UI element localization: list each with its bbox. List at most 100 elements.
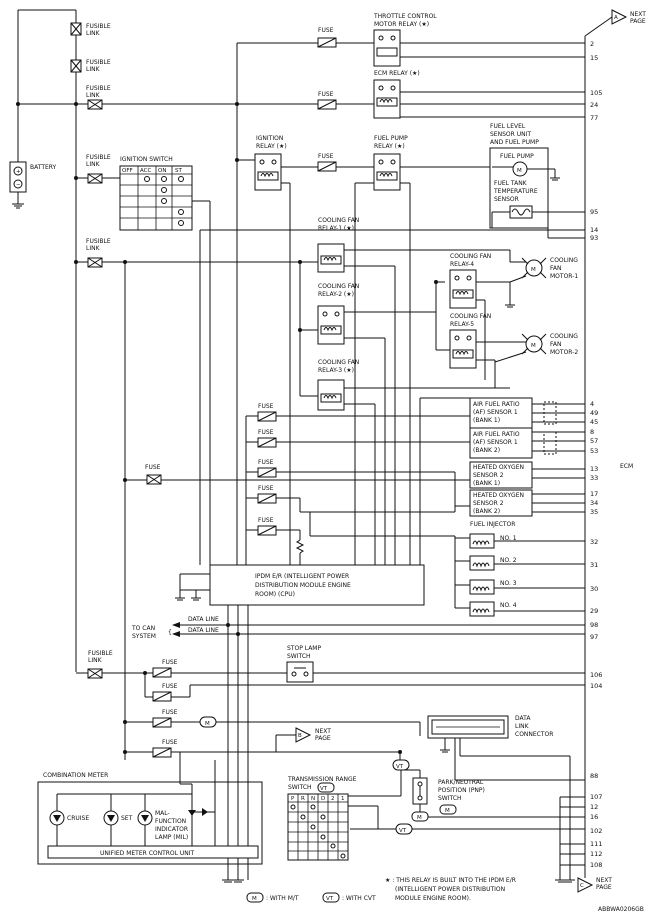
- svg-text:AIR FUEL RATIO: AIR FUEL RATIO: [473, 431, 520, 438]
- svg-text:106: 106: [590, 671, 602, 679]
- throttle-relay: THROTTLE CONTROL MOTOR RELAY (★): [373, 13, 437, 67]
- svg-text:FAN: FAN: [550, 341, 562, 348]
- svg-text:FUSE: FUSE: [258, 459, 274, 466]
- svg-text:FUSIBLE: FUSIBLE: [86, 85, 111, 92]
- next-page-b: B NEXT PAGE: [180, 727, 402, 760]
- cooling-fan-relay-2: COOLING FAN RELAY-2 (★): [317, 283, 359, 345]
- svg-text:LINK: LINK: [88, 657, 103, 664]
- svg-text:M: M: [205, 721, 210, 727]
- svg-text:LINK: LINK: [86, 30, 101, 37]
- svg-text:MOTOR-1: MOTOR-1: [550, 273, 578, 280]
- svg-text:(BANK 1): (BANK 1): [473, 480, 500, 487]
- svg-text:RELAY-1 (★): RELAY-1 (★): [318, 225, 354, 232]
- svg-text:31: 31: [590, 561, 598, 569]
- svg-text:97: 97: [590, 633, 598, 641]
- svg-text:COOLING FAN: COOLING FAN: [450, 253, 491, 260]
- svg-text:FUSE: FUSE: [258, 403, 274, 410]
- svg-text:LAMP (MIL): LAMP (MIL): [155, 834, 188, 841]
- svg-text:TO CAN: TO CAN: [131, 625, 155, 632]
- svg-text:FUNCTION: FUNCTION: [155, 818, 186, 825]
- svg-text:NEXT: NEXT: [596, 877, 612, 884]
- cooling-fan-motor-1: M COOLING FAN MOTOR-1: [509, 257, 578, 283]
- svg-text:(AF) SENSOR 1: (AF) SENSOR 1: [473, 439, 518, 446]
- svg-text:32: 32: [590, 538, 598, 546]
- svg-text:FUSIBLE: FUSIBLE: [86, 154, 111, 161]
- svg-text:OFF: OFF: [122, 168, 133, 174]
- svg-text:SWITCH: SWITCH: [288, 784, 312, 791]
- svg-text:HEATED OXYGEN: HEATED OXYGEN: [473, 492, 524, 499]
- svg-text:8: 8: [590, 428, 594, 436]
- svg-text:LINK: LINK: [515, 723, 530, 730]
- svg-text:M: M: [517, 168, 522, 174]
- svg-text:P: P: [291, 796, 295, 802]
- svg-text:B: B: [298, 733, 302, 739]
- svg-text:M: M: [417, 815, 422, 821]
- svg-text:SENSOR 2: SENSOR 2: [473, 472, 504, 479]
- cvt-indicator: VT VT: [350, 759, 585, 835]
- svg-text:ECM RELAY (★): ECM RELAY (★): [374, 70, 420, 77]
- svg-text:TRANSMISSION RANGE: TRANSMISSION RANGE: [287, 776, 357, 783]
- svg-text:R: R: [301, 796, 305, 802]
- svg-text:D: D: [321, 796, 325, 802]
- svg-text:FUSE: FUSE: [258, 429, 274, 436]
- ignition-switch: IGNITION SWITCH OFF ACC ON ST: [102, 156, 211, 565]
- svg-text:DATA LINE: DATA LINE: [188, 627, 219, 634]
- svg-text:29: 29: [590, 607, 598, 615]
- ipdm-er: IPDM E/R (INTELLIGENT POWER DISTRIBUTION…: [175, 564, 425, 606]
- transmission-range-switch: TRANSMISSION RANGE SWITCH VT P R N D 2 1: [287, 776, 379, 861]
- svg-text:SENSOR 2: SENSOR 2: [473, 500, 504, 507]
- next-page-c: C NEXT PAGE: [577, 868, 612, 893]
- ecm-relay: ECM RELAY (★): [373, 70, 420, 119]
- heated-oxygen-sensor-bank-2: HEATED OXYGEN SENSOR 2 (BANK 2): [469, 489, 585, 517]
- svg-text:MOTOR-2: MOTOR-2: [550, 349, 578, 356]
- svg-text:★ : THIS RELAY IS BUILT INTO T: ★ : THIS RELAY IS BUILT INTO THE IPDM E/…: [385, 877, 516, 884]
- svg-text:LINK: LINK: [86, 92, 101, 99]
- svg-text:13: 13: [590, 465, 598, 473]
- svg-text:FUEL PUMP: FUEL PUMP: [500, 153, 534, 160]
- combination-meter: COMBINATION METER UNIFIED METER CONTROL …: [37, 772, 263, 865]
- cooling-fan-relay-1: COOLING FAN RELAY-1 (★): [317, 217, 359, 273]
- af-sensor-bank-2: AIR FUEL RATIO (AF) SENSOR 1 (BANK 2): [469, 427, 585, 459]
- svg-text:COOLING: COOLING: [550, 333, 578, 340]
- svg-text:(BANK 2): (BANK 2): [473, 508, 500, 515]
- svg-text:SWITCH: SWITCH: [287, 653, 311, 660]
- svg-text:93: 93: [590, 234, 598, 242]
- svg-text:FUSE: FUSE: [258, 517, 274, 524]
- svg-text:15: 15: [590, 54, 598, 62]
- ecm-label: ECM: [620, 463, 633, 470]
- svg-text:FUEL PUMP: FUEL PUMP: [374, 135, 408, 142]
- svg-text:88: 88: [590, 772, 598, 780]
- svg-text:CRUISE: CRUISE: [67, 815, 89, 822]
- svg-text:AND FUEL PUMP: AND FUEL PUMP: [490, 139, 539, 146]
- cooling-fan-relay-5: COOLING FAN RELAY-5: [449, 313, 491, 369]
- svg-text:104: 104: [590, 682, 602, 690]
- stop-lamp-switch: STOP LAMP SWITCH: [286, 645, 321, 683]
- svg-text:108: 108: [590, 861, 602, 869]
- svg-text:UNIFIED METER CONTROL UNIT: UNIFIED METER CONTROL UNIT: [100, 850, 195, 857]
- svg-text:COOLING: COOLING: [550, 257, 578, 264]
- svg-text:M: M: [445, 808, 450, 814]
- svg-text:PAGE: PAGE: [596, 884, 612, 891]
- svg-text:FUSIBLE: FUSIBLE: [86, 59, 111, 66]
- svg-text:SENSOR: SENSOR: [494, 196, 519, 203]
- svg-text:98: 98: [590, 621, 598, 629]
- svg-text:POSITION (PNP): POSITION (PNP): [438, 787, 485, 794]
- svg-text:CONNECTOR: CONNECTOR: [515, 731, 553, 738]
- af-sensor-bank-1: AIR FUEL RATIO (AF) SENSOR 1 (BANK 1): [469, 397, 585, 429]
- svg-text:45: 45: [590, 418, 598, 426]
- svg-text:COOLING FAN: COOLING FAN: [450, 313, 491, 320]
- svg-text:49: 49: [590, 409, 598, 417]
- svg-text:VT: VT: [320, 786, 328, 792]
- svg-text:DATA: DATA: [515, 715, 531, 722]
- diagram-code: ABBWA0206GB: [598, 906, 644, 913]
- svg-text:RELAY (★): RELAY (★): [256, 143, 287, 150]
- svg-text:FUSE: FUSE: [162, 659, 178, 666]
- svg-text:LINK: LINK: [86, 161, 101, 168]
- svg-text:57: 57: [590, 437, 598, 445]
- svg-text:+: +: [16, 169, 21, 175]
- svg-text:107: 107: [590, 793, 602, 801]
- svg-text:COOLING FAN: COOLING FAN: [318, 217, 359, 224]
- svg-text:FUEL INJECTOR: FUEL INJECTOR: [470, 521, 515, 528]
